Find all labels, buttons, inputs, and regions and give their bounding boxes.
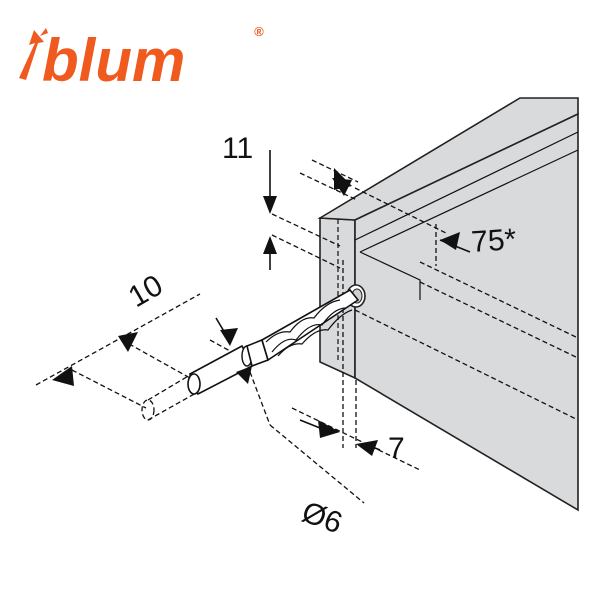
dimension-label-depth-offset: 75* <box>470 223 518 259</box>
blum-logo: blum ® <box>19 24 264 94</box>
dimension-label-edge-offset: 7 <box>388 432 405 465</box>
dimension-label-pin-length: 10 <box>123 269 168 314</box>
registered-mark: ® <box>254 24 264 39</box>
cabinet-panel <box>317 97 579 512</box>
drill-bit <box>141 288 360 421</box>
dimension-arrows <box>52 150 471 456</box>
dimension-label-top-offset: 11 <box>222 132 253 165</box>
dimension-label-diameter: Ø6 <box>298 496 347 541</box>
reference-lines <box>35 159 579 504</box>
brand-wordmark: blum <box>42 27 185 94</box>
brand-arrow-icon <box>19 28 48 80</box>
